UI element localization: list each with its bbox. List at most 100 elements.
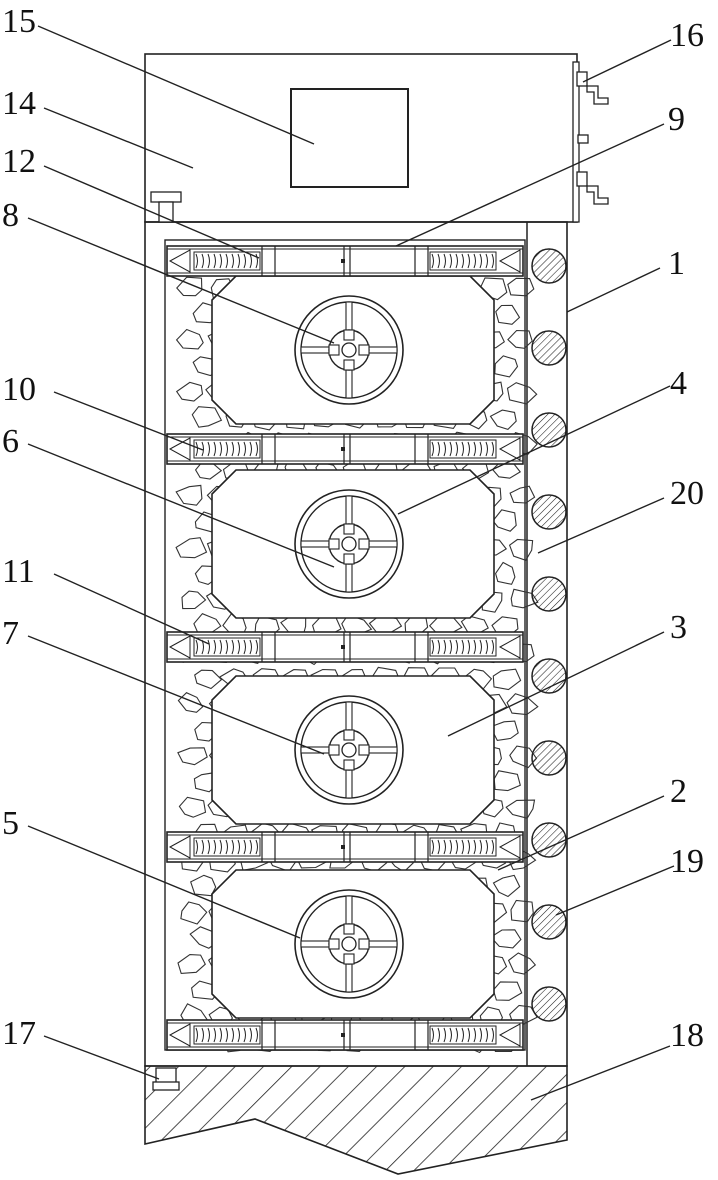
stone	[177, 382, 203, 401]
fan-blade	[359, 539, 369, 549]
side-disc-3	[532, 413, 566, 447]
fan-blade	[344, 360, 354, 370]
callout-2: 2	[670, 773, 687, 810]
fan-center	[342, 937, 356, 951]
fan-blade	[344, 524, 354, 534]
leader-9	[396, 124, 664, 246]
fan-2	[295, 490, 403, 598]
base-hatched	[145, 1066, 567, 1174]
fan-blade	[344, 924, 354, 934]
fan-blade	[329, 345, 339, 355]
drain-valve-17	[153, 1068, 179, 1090]
callout-12: 12	[2, 143, 36, 180]
callout-5: 5	[2, 805, 19, 842]
side-disc-1	[532, 249, 566, 283]
leader-10	[54, 392, 203, 450]
callout-14: 14	[2, 85, 36, 122]
hinge-hardware-16	[573, 62, 608, 222]
stone	[493, 982, 521, 1000]
callout-19: 19	[670, 843, 704, 880]
beam-bolt	[341, 447, 345, 451]
fan-3	[295, 696, 403, 804]
stone	[508, 331, 532, 349]
spring-beam-1	[167, 246, 523, 276]
stone	[494, 875, 520, 896]
fan-blade	[344, 954, 354, 964]
fan-center	[342, 343, 356, 357]
callout-17: 17	[2, 1015, 36, 1052]
fan-blade	[344, 330, 354, 340]
fan-blade	[359, 345, 369, 355]
side-disc-2	[532, 331, 566, 365]
beam-bolt	[341, 845, 345, 849]
beam-bolt	[341, 1033, 345, 1037]
stone	[491, 930, 521, 948]
spring-beam-2	[167, 434, 523, 464]
side-disc-10	[532, 987, 566, 1021]
callout-18: 18	[670, 1017, 704, 1054]
side-disc-7	[532, 741, 566, 775]
fan-blade	[359, 939, 369, 949]
display-screen	[291, 89, 408, 187]
stone	[493, 669, 520, 689]
stone	[176, 538, 206, 558]
fan-blade	[329, 745, 339, 755]
stone	[507, 694, 538, 715]
stone	[181, 902, 207, 924]
callout-4: 4	[670, 365, 687, 402]
callout-3: 3	[670, 609, 687, 646]
fan-4	[295, 890, 403, 998]
stone	[509, 953, 536, 974]
spring-beam-3	[167, 632, 523, 662]
leader-14	[44, 108, 193, 168]
spring-beam-4	[167, 832, 523, 862]
stone	[496, 305, 520, 324]
callout-20: 20	[670, 475, 704, 512]
stone	[177, 330, 204, 349]
callout-10: 10	[2, 371, 36, 408]
stone	[495, 356, 518, 377]
fan-blade	[359, 745, 369, 755]
leader-1	[567, 268, 660, 312]
top-control-box	[145, 54, 577, 222]
callout-8: 8	[2, 197, 19, 234]
stone	[179, 797, 205, 817]
callout-7: 7	[2, 615, 19, 652]
stone	[182, 591, 206, 609]
leader-16	[583, 40, 671, 82]
beam-bolt	[341, 645, 345, 649]
side-disc-5	[532, 577, 566, 611]
fan-center	[342, 743, 356, 757]
stone	[511, 900, 533, 921]
callout-6: 6	[2, 423, 19, 460]
stone	[496, 563, 515, 585]
leader-17	[44, 1036, 159, 1079]
leader-12	[44, 166, 259, 258]
side-disc-9	[532, 905, 566, 939]
stone	[508, 383, 537, 404]
fan-blade	[329, 939, 339, 949]
beam-bolt	[341, 259, 345, 263]
stone	[178, 748, 207, 765]
leader-19	[556, 866, 674, 915]
fan-1	[295, 296, 403, 404]
stone	[178, 955, 205, 974]
leader-15	[38, 26, 314, 144]
fan-blade	[329, 539, 339, 549]
side-disc-4	[532, 495, 566, 529]
callout-1: 1	[668, 245, 685, 282]
spring-beam-5	[167, 1020, 523, 1050]
stone	[493, 510, 516, 531]
stone	[506, 800, 534, 818]
stone	[491, 410, 517, 429]
stone	[494, 771, 520, 791]
stone	[195, 670, 222, 688]
stone	[192, 407, 221, 428]
stone	[191, 875, 216, 895]
fan-blade	[344, 730, 354, 740]
callout-11: 11	[2, 553, 35, 590]
stone	[178, 693, 202, 713]
fan-blade	[344, 760, 354, 770]
